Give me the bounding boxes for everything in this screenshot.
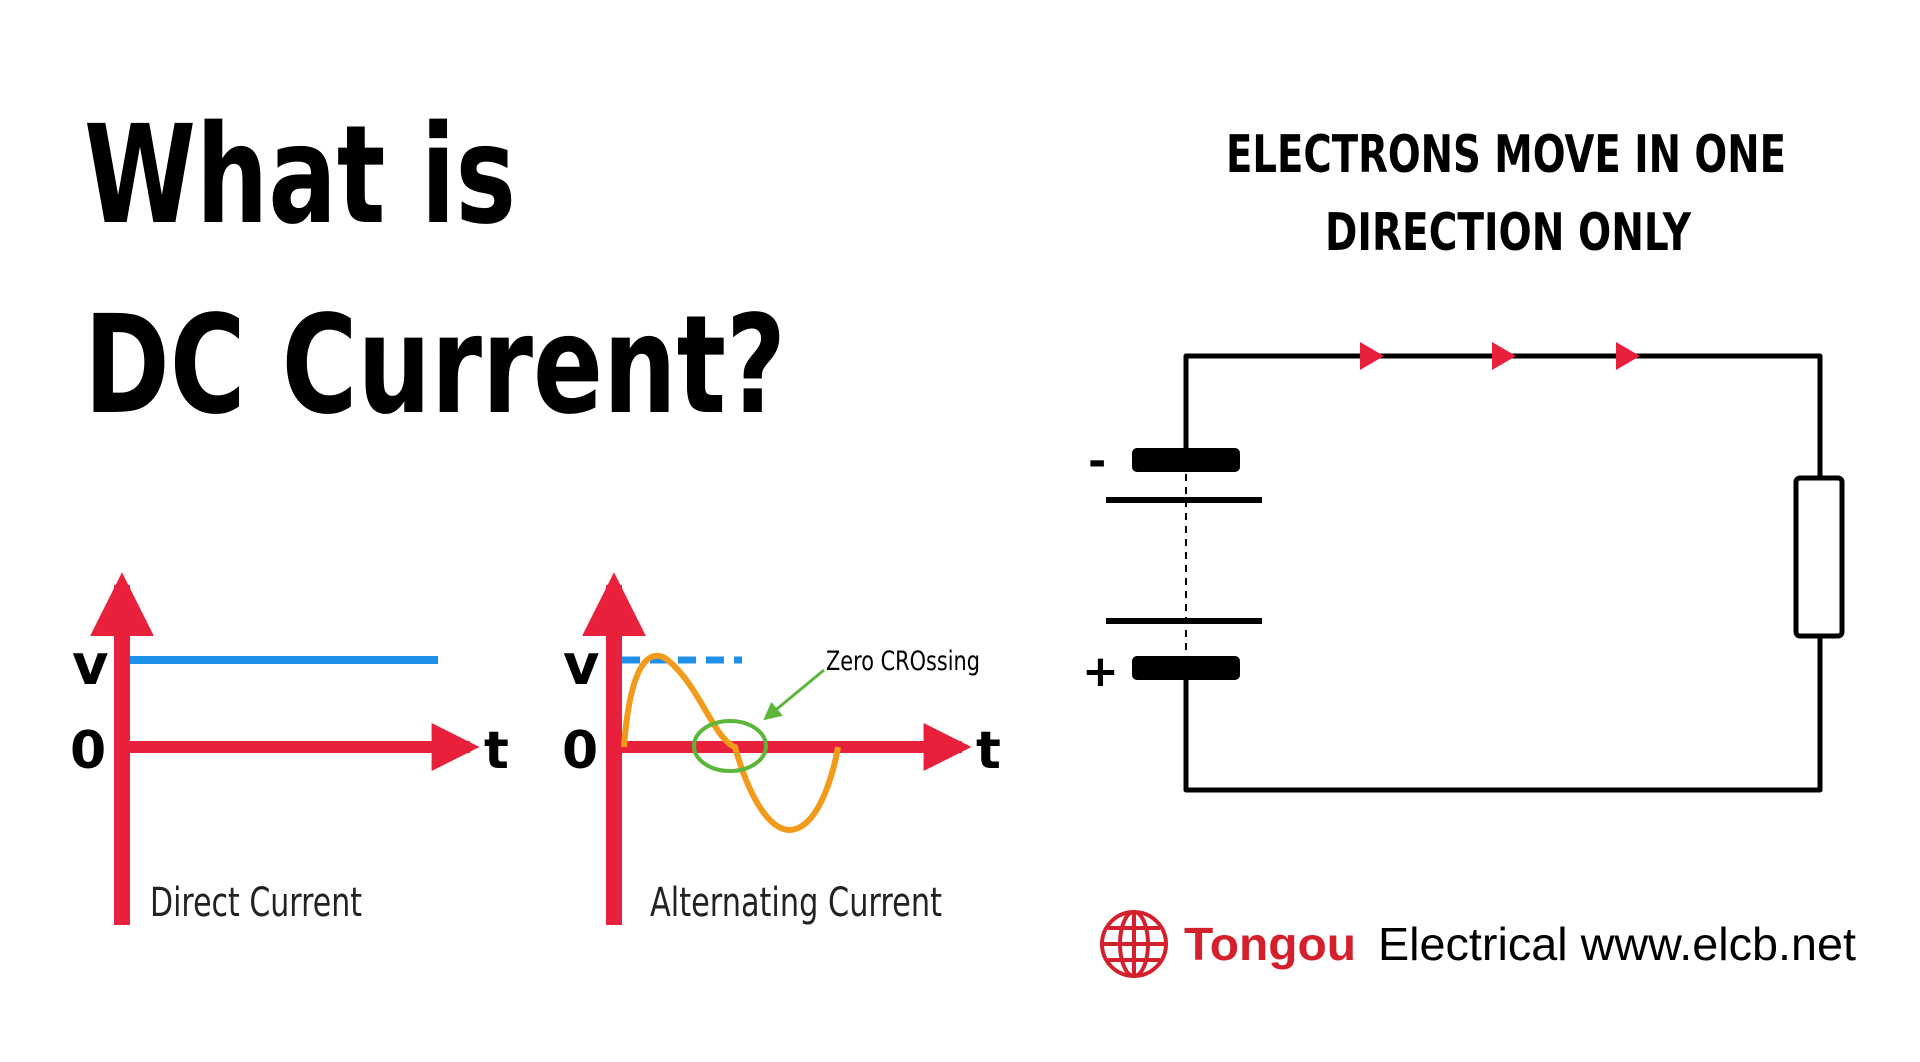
circuit-heading-line-2: DIRECTION ONLY	[1325, 203, 1692, 263]
dc-graph: v 0 t Direct Current	[70, 572, 509, 926]
globe-icon	[1100, 910, 1168, 978]
battery-plate-2	[1106, 497, 1262, 503]
flow-arrow-3	[1616, 342, 1640, 370]
headline-line-1: What is	[84, 97, 516, 255]
brand-name: Tongou	[1184, 918, 1356, 970]
circuit-wire	[1183, 353, 1823, 793]
zero-crossing-label: Zero CROssing	[826, 646, 980, 677]
headline-line-2: DC Current?	[84, 287, 786, 445]
ac-t-label: t	[976, 721, 1001, 781]
dc-zero-label: 0	[70, 721, 106, 781]
minus-label: -	[1088, 436, 1106, 487]
ac-graph: Zero CROssing v 0 t Alternating Current	[562, 572, 1001, 926]
ac-zero-label: 0	[562, 721, 598, 781]
zero-crossing-marker	[692, 719, 768, 773]
zero-crossing-pointer	[763, 668, 825, 721]
dc-v-label: v	[72, 633, 109, 698]
resistor	[1793, 475, 1845, 639]
plus-label: +	[1082, 646, 1119, 697]
battery-positive-plate	[1132, 656, 1240, 680]
dc-circuit: - +	[1082, 342, 1845, 793]
dc-t-label: t	[484, 721, 509, 781]
flow-arrow-1	[1360, 342, 1384, 370]
flow-arrow-2	[1492, 342, 1516, 370]
ac-caption: Alternating Current	[650, 880, 942, 926]
circuit-heading-line-1: ELECTRONS MOVE IN ONE	[1226, 125, 1786, 185]
ac-sine-wave	[621, 652, 841, 834]
battery-plate-3	[1106, 618, 1262, 624]
ac-v-label: v	[563, 633, 600, 698]
brand: Tongou Electrical www.elcb.net	[1100, 910, 1856, 978]
dc-caption: Direct Current	[150, 880, 362, 926]
brand-tagline: Electrical www.elcb.net	[1378, 918, 1856, 970]
battery-negative-plate	[1132, 448, 1240, 472]
